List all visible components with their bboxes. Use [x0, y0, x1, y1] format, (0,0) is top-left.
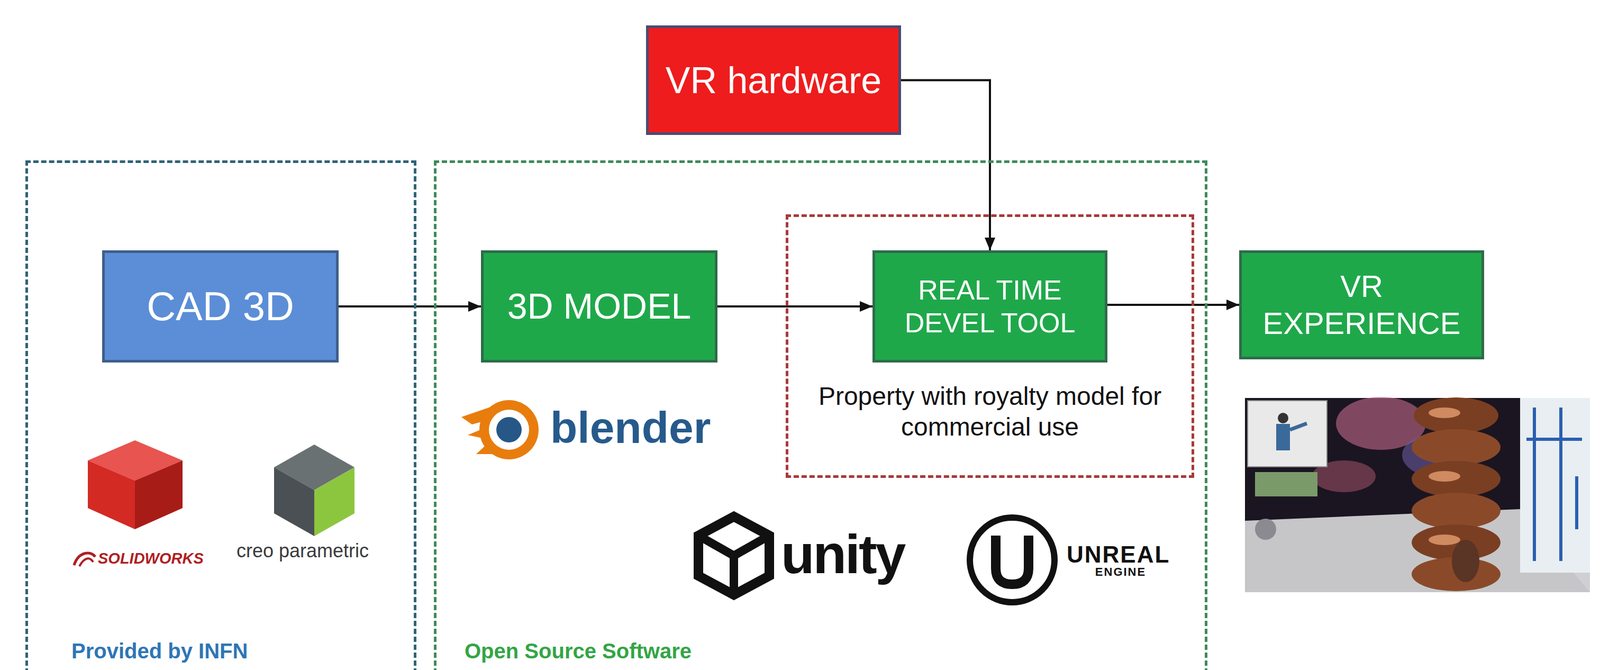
vr-screenshot	[1244, 396, 1590, 593]
blender-logo	[461, 400, 539, 460]
region-label: Property with royalty model for commerci…	[788, 380, 1192, 442]
copper-tori	[1411, 397, 1501, 592]
hand	[1451, 539, 1480, 583]
logo-core	[496, 416, 522, 443]
cube-face	[87, 460, 135, 530]
pipes	[1526, 407, 1583, 561]
logo-u	[995, 535, 1029, 585]
logo-ring	[488, 409, 530, 450]
logo-text: SOLIDWORKS	[97, 550, 204, 568]
solidworks-logo	[74, 440, 183, 567]
logo-ring	[479, 400, 539, 460]
logo-circle	[969, 517, 1055, 603]
cube-face	[134, 460, 183, 530]
highlight	[1428, 407, 1461, 418]
process-box: 3D MODEL	[480, 250, 718, 363]
person-head	[1277, 412, 1289, 424]
unity-logo	[698, 516, 770, 595]
emblem	[1255, 518, 1277, 540]
unreal-logo	[969, 517, 1055, 603]
arrow-connector	[338, 305, 481, 308]
box-label: CAD 3D	[146, 282, 295, 331]
logo-text: UNREAL	[1066, 542, 1170, 567]
box-label: 3D MODEL	[507, 284, 692, 329]
logo-text: unity	[780, 523, 905, 585]
process-box: VR EXPERIENCE	[1239, 250, 1485, 360]
box-label: VR EXPERIENCE	[1252, 267, 1471, 342]
logo-text: blender	[550, 403, 711, 452]
label-holder: SOLIDWORKS	[97, 550, 204, 568]
arrow-connector	[1107, 303, 1240, 306]
torus	[1411, 429, 1501, 466]
label-holder: unity	[780, 523, 905, 585]
torus	[1413, 397, 1499, 434]
box-label: VR hardware	[665, 58, 883, 103]
cube-face	[314, 467, 355, 536]
torus	[1411, 460, 1501, 497]
dashed-region: Open Source Software3D MODELProperty wit…	[433, 160, 1208, 670]
dashed-region: Provided by INFNCAD 3D	[25, 160, 417, 670]
label-holder: blender	[550, 403, 711, 452]
process-box: CAD 3D	[102, 250, 339, 363]
person-body	[1276, 423, 1290, 451]
person-inset	[1247, 400, 1327, 467]
hardware-box: VR hardware	[646, 25, 902, 135]
logo-cube	[698, 516, 770, 595]
wall-picture	[1255, 471, 1318, 497]
label-holder: UNREAL	[1066, 542, 1170, 567]
side-wall	[1520, 397, 1590, 573]
highlight	[1428, 470, 1461, 482]
cube-face	[274, 467, 315, 536]
arrow-connector	[901, 80, 990, 251]
logo-cube	[698, 535, 770, 595]
ds-mark	[79, 558, 94, 567]
torus	[1411, 492, 1501, 529]
region-label: Provided by INFN	[71, 638, 458, 664]
logo-text: ENGINE	[1095, 566, 1147, 578]
creo-logo	[274, 444, 355, 536]
process-box: REAL TIME DEVEL TOOL	[872, 250, 1108, 363]
highlight	[1428, 534, 1461, 545]
logo-text: creo parametric	[236, 540, 369, 562]
label-holder: creo parametric	[236, 540, 369, 562]
dashed-region: Property with royalty model for commerci…	[785, 214, 1195, 478]
region-label: Open Source Software	[464, 638, 1233, 664]
arrow-connector	[717, 305, 873, 308]
box-label: REAL TIME DEVEL TOOL	[885, 273, 1095, 340]
person-arm	[1289, 423, 1307, 430]
label-holder: ENGINE	[1095, 566, 1147, 578]
